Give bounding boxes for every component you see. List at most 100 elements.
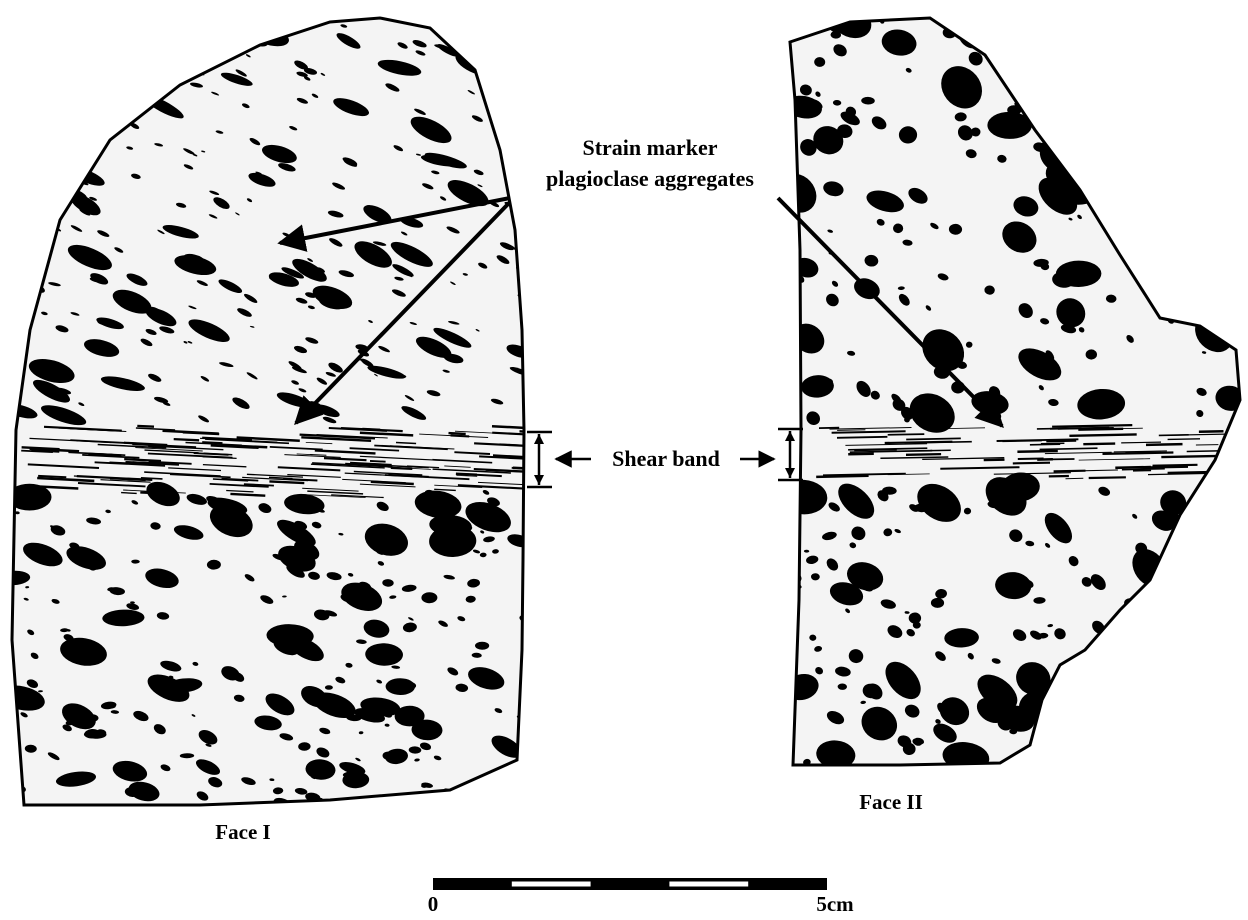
shear-fabric-streak	[906, 438, 961, 439]
plagioclase-aggregate	[10, 90, 54, 118]
scale-bar-frame	[433, 878, 827, 890]
plagioclase-aggregate	[1211, 114, 1238, 141]
plagioclase-aggregate	[1107, 648, 1118, 657]
shear-fabric-streak	[513, 468, 596, 472]
plagioclase-aggregate	[485, 21, 500, 32]
plagioclase-aggregate	[49, 41, 57, 47]
plagioclase-aggregate	[1144, 141, 1151, 147]
plagioclase-aggregate	[1157, 586, 1168, 597]
plagioclase-aggregate	[19, 289, 32, 299]
plagioclase-aggregate	[1185, 183, 1199, 195]
plagioclase-aggregate	[1233, 138, 1245, 150]
shear-fabric-streak	[1017, 451, 1057, 452]
plagioclase-aggregate	[25, 84, 63, 103]
plagioclase-aggregate	[1142, 695, 1176, 729]
face-ii-slab	[770, 0, 1248, 774]
plagioclase-aggregate	[1076, 21, 1090, 36]
shear-fabric-streak	[848, 454, 874, 455]
plagioclase-aggregate	[1064, 686, 1080, 701]
plagioclase-aggregate	[1166, 679, 1206, 718]
shear-fabric-streak	[816, 476, 868, 477]
plagioclase-aggregate	[1099, 751, 1108, 757]
plagioclase-aggregate	[1148, 708, 1159, 718]
plagioclase-aggregate	[1146, 267, 1152, 271]
scale-bar-end-label: 5cm	[816, 892, 854, 916]
plagioclase-aggregate	[1147, 185, 1174, 209]
shear-fabric-streak	[1122, 469, 1165, 470]
shear-fabric-streak	[1187, 451, 1237, 452]
plagioclase-aggregate	[1051, 135, 1061, 142]
shear-fabric-streak	[1146, 444, 1183, 445]
plagioclase-aggregate	[1110, 734, 1123, 748]
plagioclase-aggregate	[1138, 274, 1148, 284]
plagioclase-aggregate	[1156, 159, 1164, 167]
shear-fabric-streak	[888, 434, 925, 435]
shear-fabric-streak	[1089, 477, 1126, 478]
plagioclase-aggregate	[142, 98, 152, 103]
shear-fabric-streak	[1168, 439, 1200, 440]
plagioclase-aggregate	[1096, 723, 1107, 730]
shear-fabric-streak	[1199, 431, 1224, 432]
plagioclase-aggregate	[1171, 697, 1190, 715]
shear-fabric-streak	[121, 493, 137, 494]
plagioclase-aggregate	[43, 40, 89, 69]
plagioclase-aggregate	[1160, 66, 1176, 80]
plagioclase-aggregate	[1135, 244, 1141, 250]
plagioclase-aggregate	[1117, 614, 1153, 650]
plagioclase-aggregate	[1116, 33, 1122, 39]
shear-fabric-streak	[1168, 472, 1222, 473]
plagioclase-aggregate	[1174, 751, 1197, 771]
plagioclase-aggregate	[133, 85, 155, 102]
shear-fabric-streak	[1058, 428, 1114, 429]
plagioclase-aggregate	[1147, 653, 1167, 673]
plagioclase-aggregate	[1184, 122, 1221, 156]
plagioclase-aggregate	[58, 80, 68, 87]
plagioclase-aggregate	[13, 774, 20, 779]
plagioclase-aggregate	[495, 773, 502, 778]
plagioclase-aggregate	[1202, 94, 1248, 147]
plagioclase-aggregate	[13, 216, 29, 227]
plagioclase-aggregate	[1096, 70, 1111, 85]
plagioclase-aggregate	[1158, 632, 1188, 649]
plagioclase-aggregate	[1183, 80, 1189, 86]
shear-fabric-streak	[38, 476, 66, 477]
plagioclase-aggregate	[410, 16, 423, 23]
strain-marker-label-line1: Strain marker	[582, 135, 717, 160]
plagioclase-aggregate	[1173, 197, 1215, 235]
plagioclase-aggregate	[1154, 188, 1161, 193]
shear-fabric-streak	[1115, 467, 1151, 468]
plagioclase-aggregate	[1183, 730, 1193, 739]
plagioclase-aggregate	[1228, 166, 1242, 180]
plagioclase-aggregate	[1151, 622, 1164, 635]
shear-fabric-streak	[370, 461, 386, 462]
plagioclase-aggregate	[1058, 726, 1094, 760]
scale-bar	[433, 878, 827, 890]
plagioclase-aggregate	[16, 80, 61, 101]
plagioclase-aggregate	[1122, 99, 1128, 105]
plagioclase-aggregate	[1208, 46, 1234, 68]
plagioclase-aggregate	[1105, 209, 1123, 226]
plagioclase-aggregate	[1211, 29, 1217, 33]
shear-fabric-streak	[174, 439, 199, 440]
plagioclase-aggregate	[1184, 35, 1190, 38]
face-i-label: Face I	[215, 820, 270, 844]
plagioclase-aggregate	[1067, 751, 1076, 761]
plagioclase-aggregate	[1100, 726, 1106, 731]
shear-fabric-streak	[1054, 471, 1086, 472]
shear-fabric-streak	[837, 437, 887, 438]
scale-bar-segment	[512, 882, 591, 887]
plagioclase-aggregate	[1146, 610, 1156, 619]
plagioclase-aggregate	[63, 12, 91, 32]
shear-fabric-streak	[140, 492, 175, 494]
plagioclase-aggregate	[79, 150, 84, 153]
plagioclase-aggregate	[1178, 683, 1202, 700]
plagioclase-aggregate	[1117, 41, 1137, 60]
shear-fabric-streak	[449, 433, 466, 434]
shear-fabric-streak	[137, 426, 154, 427]
plagioclase-aggregate	[56, 43, 63, 48]
plagioclase-aggregate	[1103, 692, 1120, 710]
plagioclase-aggregate	[1192, 279, 1197, 284]
scale-bar-start-label: 0	[428, 892, 439, 916]
plagioclase-aggregate	[1036, 32, 1083, 79]
plagioclase-aggregate	[1201, 237, 1209, 244]
